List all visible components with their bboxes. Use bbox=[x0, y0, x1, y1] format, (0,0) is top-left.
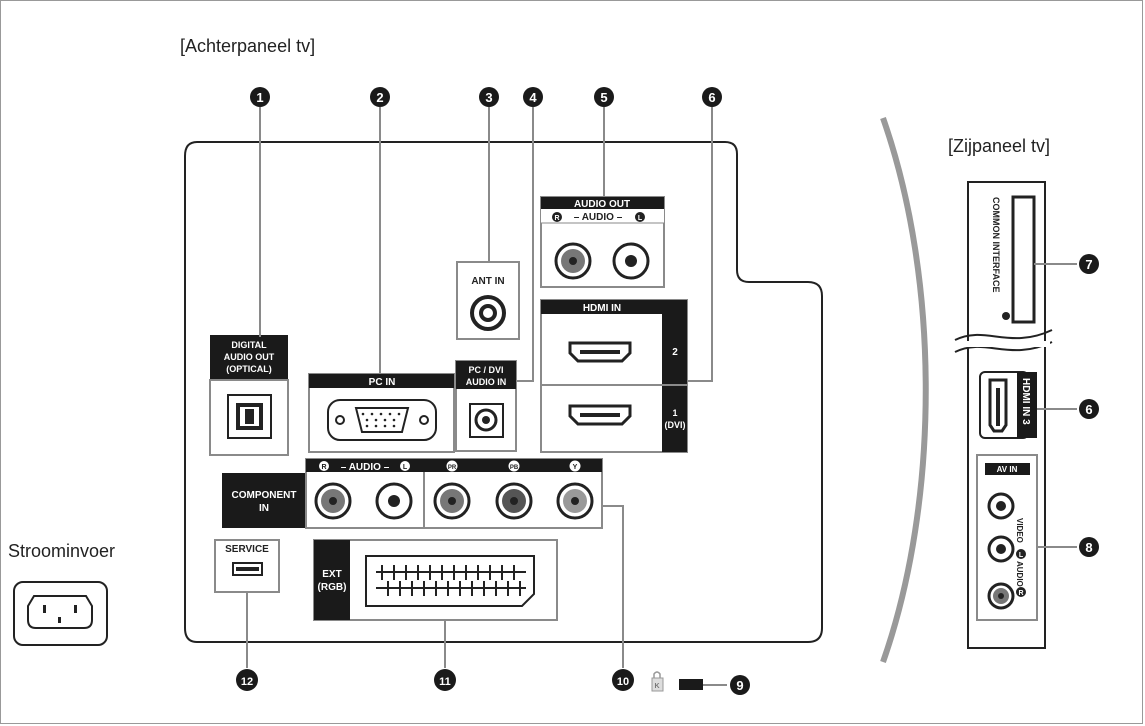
callout-number-6b: 6 bbox=[1085, 402, 1092, 417]
kensington-lock bbox=[651, 671, 703, 692]
hdmi-2-label: 2 bbox=[672, 347, 678, 358]
callout-badge-12 bbox=[236, 669, 258, 691]
callout-leader-lines bbox=[246, 107, 1077, 686]
callout-badge-6a bbox=[702, 87, 722, 107]
ant-in-label: ANT IN bbox=[471, 276, 504, 287]
hdmi-in-label: HDMI IN bbox=[583, 303, 621, 314]
rear-panel-outline bbox=[184, 141, 823, 643]
digital-audio-out-label-3: (OPTICAL) bbox=[226, 364, 272, 374]
side-panel-title: [Zijpaneel tv] bbox=[948, 136, 1051, 156]
pc-in-port bbox=[308, 373, 455, 453]
component-in-label-2: IN bbox=[259, 503, 269, 514]
ext-rgb-label: (RGB) bbox=[318, 582, 347, 593]
ant-in-port bbox=[456, 261, 520, 340]
callout-number-1: 1 bbox=[256, 90, 263, 105]
power-input-title: Stroominvoer bbox=[8, 541, 116, 561]
power-inlet bbox=[13, 581, 108, 646]
callout-badge-8 bbox=[1079, 537, 1099, 557]
digital-audio-out-label-1: DIGITAL bbox=[231, 340, 267, 350]
component-y-letter: Y bbox=[573, 464, 578, 471]
callout-badge-7 bbox=[1079, 254, 1099, 274]
callout-badge-4 bbox=[523, 87, 543, 107]
side-divider-curve bbox=[880, 117, 929, 663]
callout-number-11: 11 bbox=[439, 676, 451, 688]
callout-badge-6b bbox=[1079, 399, 1099, 419]
callout-badge-2 bbox=[370, 87, 390, 107]
callout-number-12: 12 bbox=[241, 676, 253, 688]
callout-number-2: 2 bbox=[376, 90, 383, 105]
av-in-label: AV IN bbox=[997, 465, 1018, 474]
callout-number-10: 10 bbox=[617, 676, 629, 688]
pc-dvi-audio-in-port bbox=[455, 360, 517, 452]
rear-panel-title: [Achterpaneel tv] bbox=[180, 36, 316, 56]
audio-label: AUDIO bbox=[1015, 561, 1024, 587]
audio-out-l-letter: L bbox=[638, 215, 643, 222]
service-port bbox=[214, 539, 280, 593]
ext-rgb-port bbox=[313, 539, 558, 621]
pc-in-label: PC IN bbox=[369, 377, 396, 388]
component-in-ports bbox=[222, 458, 603, 529]
common-interface-label: COMMON INTERFACE bbox=[991, 197, 1001, 293]
callout-badge-3 bbox=[479, 87, 499, 107]
kensington-k-letter: K bbox=[654, 683, 659, 690]
callout-number-3: 3 bbox=[485, 90, 492, 105]
digital-audio-out-label-2: AUDIO OUT bbox=[224, 352, 275, 362]
pc-dvi-label-1: PC / DVI bbox=[468, 365, 503, 375]
hdmi-in3-label: HDMI IN 3 bbox=[1020, 378, 1031, 425]
side-r-letter: R bbox=[1018, 590, 1023, 597]
hdmi-1-dvi-label: (DVI) bbox=[665, 420, 686, 430]
callout-badge-5 bbox=[594, 87, 614, 107]
hdmi-in-ports bbox=[540, 299, 688, 453]
service-label: SERVICE bbox=[225, 544, 269, 555]
callout-number-6a: 6 bbox=[708, 90, 715, 105]
callout-badge-1 bbox=[250, 87, 270, 107]
component-r-letter: R bbox=[321, 464, 326, 471]
callout-number-5: 5 bbox=[600, 90, 607, 105]
component-pr-letter: PR bbox=[448, 465, 457, 471]
callout-number-7: 7 bbox=[1085, 257, 1092, 272]
audio-out-r-letter: R bbox=[554, 215, 559, 222]
digital-audio-out-port bbox=[209, 335, 289, 456]
component-pb-letter: PB bbox=[510, 465, 519, 471]
callout-badge-11 bbox=[434, 669, 456, 691]
hdmi-1-label: 1 bbox=[672, 408, 677, 418]
audio-out-label: AUDIO OUT bbox=[574, 199, 630, 210]
callout-number-8: 8 bbox=[1085, 540, 1092, 555]
ext-label: EXT bbox=[322, 569, 341, 580]
side-l-letter: L bbox=[1019, 552, 1024, 559]
component-in-label-1: COMPONENT bbox=[232, 490, 297, 501]
callout-badge-9 bbox=[730, 675, 750, 695]
side-panel bbox=[954, 181, 1053, 649]
video-label: VIDEO bbox=[1015, 518, 1024, 543]
component-l-letter: L bbox=[403, 464, 408, 471]
audio-out-audio-label: – AUDIO – bbox=[574, 212, 623, 223]
callout-badge-10 bbox=[612, 669, 634, 691]
callout-number-9: 9 bbox=[736, 678, 743, 693]
callout-number-4: 4 bbox=[529, 90, 537, 105]
pc-dvi-label-2: AUDIO IN bbox=[466, 377, 507, 387]
component-audio-label: – AUDIO – bbox=[341, 462, 390, 473]
audio-out-port bbox=[540, 196, 665, 288]
